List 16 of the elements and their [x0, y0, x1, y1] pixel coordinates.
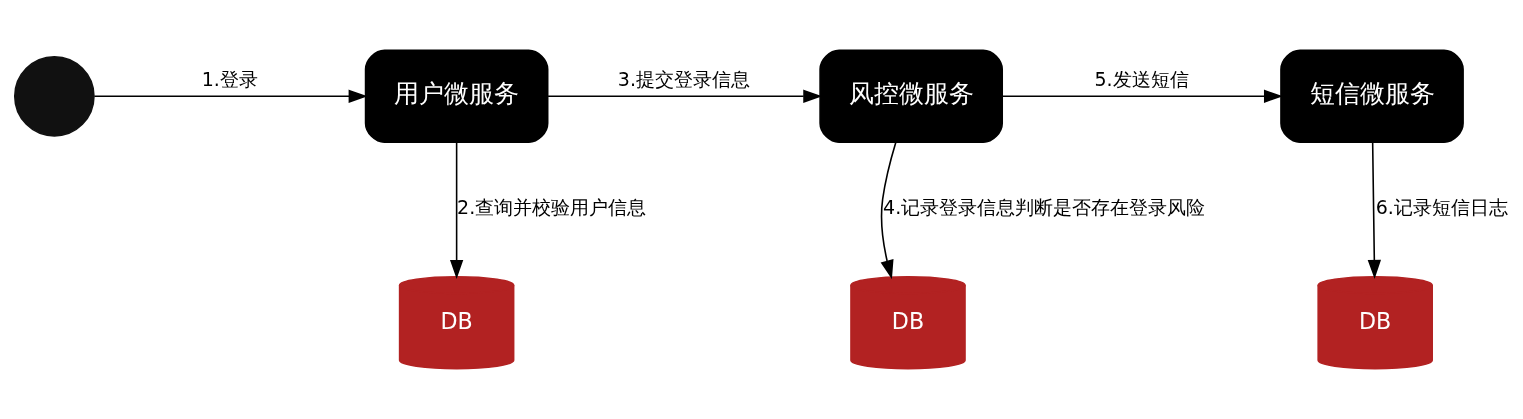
arrow	[1002, 89, 1283, 103]
edge-label: 6.记录短信日志	[1375, 196, 1508, 219]
node-box: 短信微服务	[1280, 49, 1464, 143]
arrow	[547, 89, 823, 103]
node-box: 用户微服务	[364, 49, 549, 143]
edge-label: 5.发送短信	[1094, 68, 1189, 91]
arrow	[1367, 141, 1381, 279]
arrow	[880, 141, 897, 280]
edge-label: 4.记录登录信息判断是否存在登录风险	[883, 196, 1206, 219]
arrow	[449, 141, 464, 279]
edge-label: 2.查询并校验用户信息	[457, 196, 647, 219]
arrow	[93, 89, 368, 103]
node-box: 风控微服务	[819, 49, 1003, 143]
edge-label: 1.登录	[201, 68, 258, 91]
node-person	[14, 55, 95, 137]
edge-label: 3.提交登录信息	[617, 68, 750, 91]
